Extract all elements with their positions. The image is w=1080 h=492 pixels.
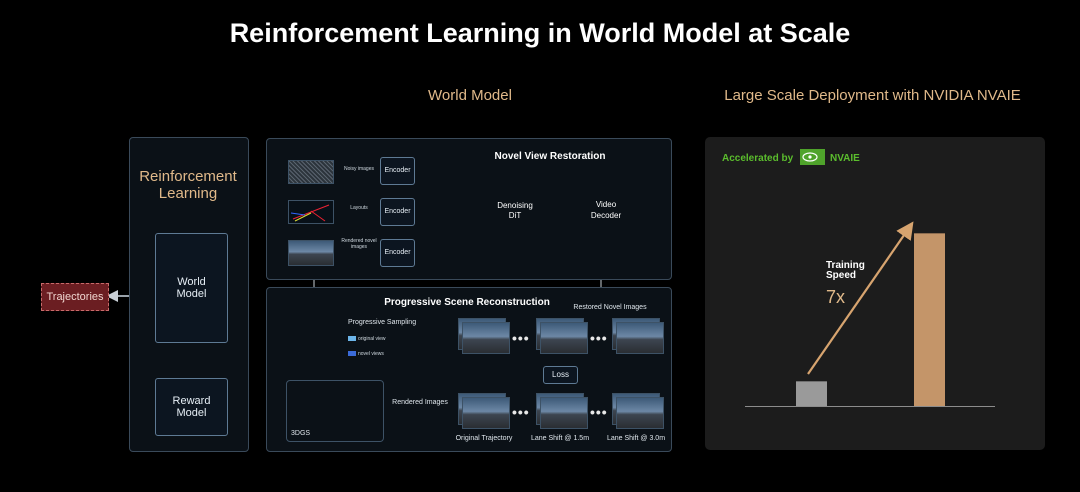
3dgs-label: 3DGS (291, 430, 311, 437)
nvaie-label: NVAIE (830, 153, 860, 164)
reward-model-box: Reward Model (155, 378, 228, 436)
page-title: Reinforcement Learning in World Model at… (229, 18, 851, 48)
noisy-images-label: Noisy images (343, 166, 374, 172)
speed-multiplier-label: 7x (826, 287, 846, 307)
nvidia-logo-icon (800, 149, 825, 165)
psr-title: Progressive Scene Reconstruction (384, 297, 550, 308)
encoder-3: Encoder (380, 239, 415, 267)
training-speed-chart (745, 221, 995, 407)
restored-stack-2b (540, 322, 588, 354)
deployment-heading: Large Scale Deployment with NVIDIA NVAIE (724, 87, 1021, 104)
ellipsis-4: ••• (590, 404, 608, 420)
ellipsis-1: ••• (512, 330, 530, 346)
rl-label: Reinforcement Learning (139, 168, 237, 202)
bar-1 (914, 233, 945, 406)
ellipsis-2: ••• (590, 330, 608, 346)
ellipsis-3: ••• (512, 404, 530, 420)
bar-0 (796, 381, 827, 406)
novel-views-swatch (348, 351, 356, 356)
layouts-label: Layouts (350, 205, 368, 211)
layouts-thumbnail (288, 200, 334, 224)
rendered-stack-2b (540, 397, 588, 429)
video-decoder-label: Video Decoder (590, 200, 622, 220)
novel-views-label: novel views (358, 351, 384, 357)
encoder-1: Encoder (380, 157, 415, 185)
progressive-sampling-label: Progressive Sampling (348, 319, 417, 326)
world-model-label: World Model (176, 276, 207, 300)
training-speed-label: Training Speed (826, 260, 865, 281)
speed-arrow (807, 221, 914, 375)
restored-novel-images-label: Restored Novel Images (573, 304, 647, 311)
3dgs-box (286, 380, 384, 442)
trajectories-box: Trajectories (41, 283, 109, 311)
deployment-panel (705, 137, 1045, 450)
noisy-images-thumbnail (288, 160, 334, 184)
denoising-dit-label: Denoising DiT (497, 201, 533, 220)
rendered-stack-3b (616, 397, 664, 429)
restored-stack-3b (616, 322, 664, 354)
loss-box: Loss (543, 366, 578, 384)
world-model-heading: World Model (428, 87, 512, 104)
original-view-label: original view (358, 336, 386, 342)
original-view-swatch (348, 336, 356, 341)
encoder-2: Encoder (380, 198, 415, 226)
rendered-novel-label: Rendered novel images (341, 238, 377, 250)
accelerated-by-label: Accelerated by (722, 153, 794, 164)
caption-original-trajectory: Original Trajectory (455, 435, 513, 442)
rendered-stack-1b (462, 397, 510, 429)
nvr-title: Novel View Restoration (494, 151, 606, 162)
restored-stack-1b (462, 322, 510, 354)
rendered-novel-thumbnail (288, 240, 334, 266)
caption-lane-shift-1-5: Lane Shift @ 1.5m (530, 435, 590, 442)
reward-model-label: Reward Model (172, 395, 211, 419)
rendered-images-label: Rendered Images (392, 399, 448, 406)
world-model-box: World Model (155, 233, 228, 343)
caption-lane-shift-3-0: Lane Shift @ 3.0m (606, 435, 666, 442)
